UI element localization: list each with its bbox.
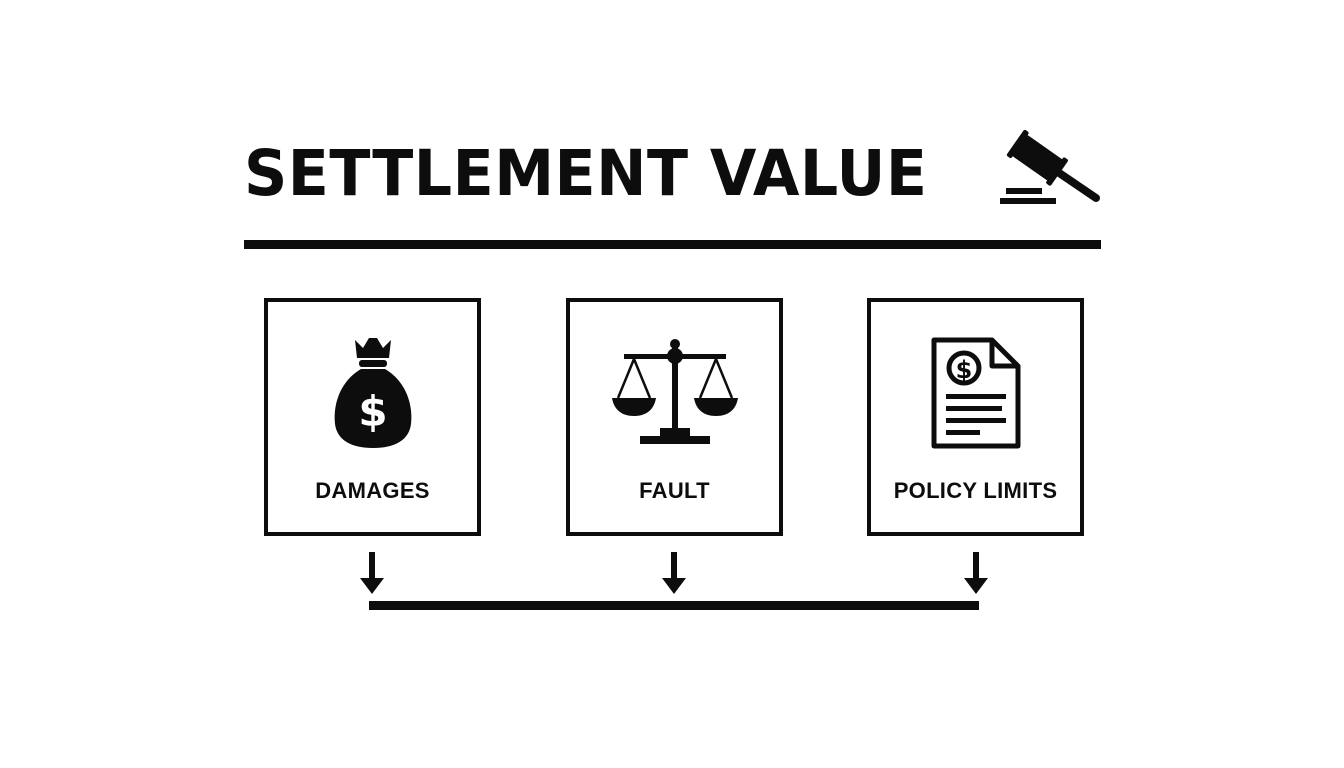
svg-text:$: $ — [955, 356, 972, 384]
merge-bar — [369, 601, 979, 610]
factor-label: POLICY LIMITS — [893, 478, 1058, 503]
factor-label: FAULT — [639, 478, 710, 503]
arrow-down-icon — [662, 552, 686, 594]
arrow-down-icon — [964, 552, 988, 594]
factor-card-fault: FAULT — [566, 298, 783, 536]
policy-document-icon: $ — [931, 337, 1020, 449]
title-divider — [244, 240, 1101, 249]
factor-card-damages: $ DAMAGES — [264, 298, 481, 536]
gavel-icon — [1000, 129, 1100, 204]
money-bag-icon: $ — [334, 338, 411, 448]
factor-label: DAMAGES — [315, 478, 430, 503]
scales-of-justice-icon — [611, 339, 738, 444]
svg-text:$: $ — [358, 387, 387, 436]
diagram-title: SETTLEMENT VALUE — [244, 137, 928, 210]
arrow-down-icon — [360, 552, 384, 594]
factor-card-policy-limits: $ POLICY LIMITS — [867, 298, 1084, 536]
